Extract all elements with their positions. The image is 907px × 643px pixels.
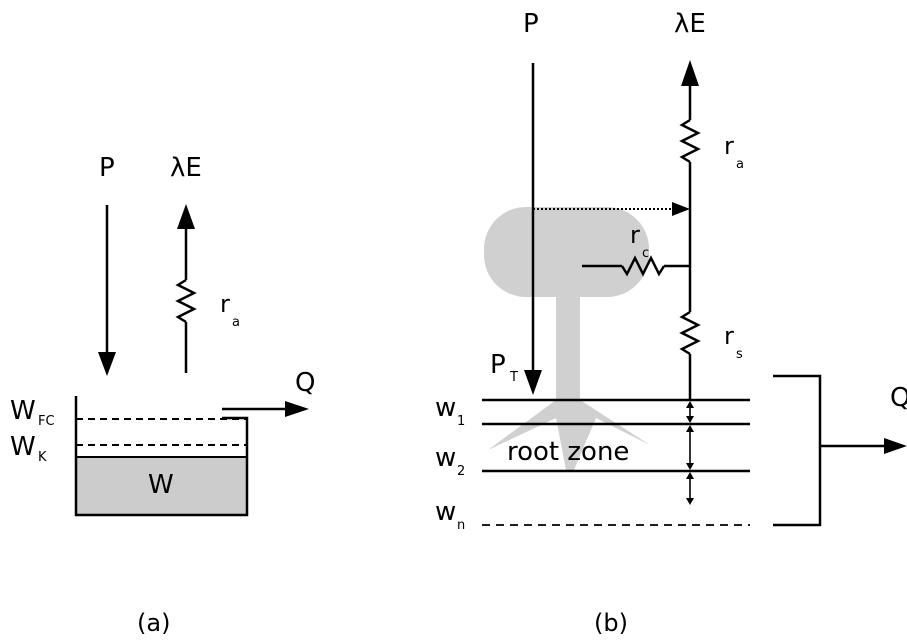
ra-resistor bbox=[175, 278, 197, 324]
throughfall-sub: T bbox=[509, 370, 518, 385]
layer-flux-arrows bbox=[686, 401, 694, 505]
rs-label: r bbox=[724, 322, 734, 350]
runoff-label: Q bbox=[295, 368, 315, 398]
flux-arrow-2-down bbox=[686, 463, 694, 470]
flux-arrow-3-up bbox=[686, 472, 694, 479]
caption-b: (b) bbox=[594, 609, 628, 637]
rc-sub: c bbox=[642, 246, 649, 261]
rs-sub: s bbox=[736, 347, 743, 362]
storage-label: W bbox=[148, 470, 174, 500]
precip-b-label: P bbox=[523, 9, 539, 39]
panel-a: P λE r a Q W FC W K W (a) bbox=[10, 153, 315, 637]
w1-sub: 1 bbox=[457, 414, 465, 429]
root-zone-label: root zone bbox=[507, 437, 629, 467]
rs-resistor bbox=[679, 310, 701, 356]
wk-label: W bbox=[10, 432, 36, 462]
wn-label: w bbox=[435, 497, 456, 527]
runoff-b-arrowhead bbox=[884, 438, 907, 454]
wn-sub: n bbox=[457, 518, 465, 533]
evap-label: λE bbox=[170, 153, 202, 183]
precip-label: P bbox=[99, 153, 115, 183]
ra-b-resistor bbox=[679, 118, 701, 164]
flux-arrow-1-up bbox=[686, 401, 694, 408]
ra-sub: a bbox=[232, 315, 240, 330]
runoff-arrowhead bbox=[285, 401, 309, 417]
precip-b-arrowhead bbox=[524, 370, 542, 395]
w2-sub: 2 bbox=[457, 464, 465, 479]
ra-b-label: r bbox=[724, 132, 734, 160]
flux-arrow-2-up bbox=[686, 425, 694, 432]
wfc-label: W bbox=[10, 396, 36, 426]
ra-b-sub: a bbox=[736, 157, 744, 172]
rc-resistor bbox=[620, 255, 666, 277]
flux-arrow-1-down bbox=[686, 416, 694, 423]
tree-trunk bbox=[556, 295, 580, 405]
evap-b-arrowhead bbox=[681, 60, 699, 86]
precip-arrowhead bbox=[98, 352, 116, 376]
wfc-sub: FC bbox=[38, 414, 55, 429]
throughfall-label: P bbox=[490, 350, 506, 380]
w1-label: w bbox=[435, 393, 456, 423]
flux-arrow-3-down bbox=[686, 498, 694, 505]
evap-b-label: λE bbox=[674, 9, 706, 39]
tree-roots bbox=[488, 400, 650, 470]
evap-arrowhead bbox=[177, 204, 195, 229]
interception-arrowhead bbox=[672, 202, 690, 216]
tree-canopy bbox=[484, 207, 649, 297]
runoff-b-label: Q bbox=[890, 383, 907, 413]
ra-label: r bbox=[220, 290, 230, 318]
storage-fill bbox=[76, 457, 247, 514]
rc-label: r bbox=[630, 221, 640, 249]
w2-label: w bbox=[435, 443, 456, 473]
panel-b: P P T λE r a r c r s bbox=[435, 9, 907, 637]
caption-a: (a) bbox=[137, 609, 170, 637]
wk-sub: K bbox=[38, 450, 47, 465]
runoff-bracket bbox=[773, 374, 822, 527]
